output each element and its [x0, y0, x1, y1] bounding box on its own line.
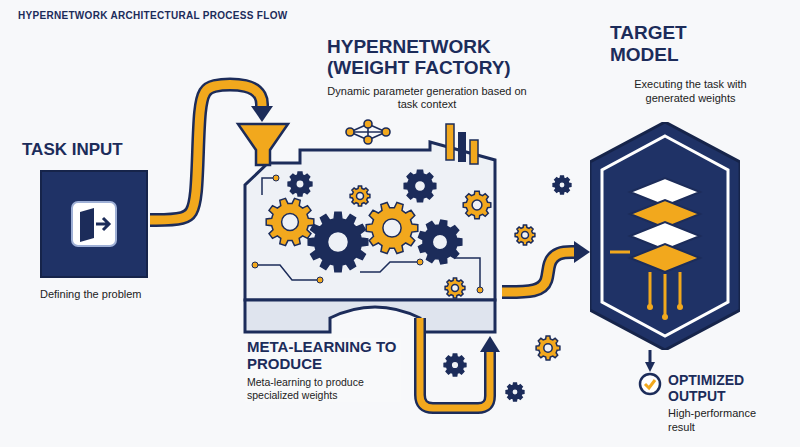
connector-outline: [502, 252, 574, 292]
gear-teeth: [445, 278, 465, 298]
gear-hub: [432, 234, 447, 249]
gear-teeth: [350, 186, 370, 206]
check-icon: [638, 372, 662, 396]
gear: [463, 191, 491, 219]
diagram-title: HYPERNETWORK ARCHITECTURAL PROCESS FLOW: [18, 10, 287, 21]
node-heading: HYPERNETWORK (WEIGHT FACTORY): [327, 36, 567, 79]
gear-teeth: [536, 336, 560, 360]
funnel: [238, 124, 288, 165]
gear: [366, 203, 418, 254]
gear-hub: [282, 214, 299, 231]
gear: [404, 170, 436, 202]
node-body: Executing the task with generated weight…: [608, 78, 773, 106]
gear: [553, 176, 571, 194]
gear: [419, 220, 462, 264]
gear-teeth: [404, 170, 436, 202]
node-heading: TARGET MODEL: [610, 22, 740, 66]
circuit-lines: [255, 178, 480, 290]
gear: [288, 172, 312, 196]
loop-arrow: [420, 318, 490, 408]
gear-teeth: [515, 225, 535, 245]
gear: [308, 212, 368, 272]
flow-connector: [650, 350, 651, 362]
gear-teeth: [308, 212, 368, 272]
machine-chimney: [458, 132, 466, 162]
gear-teeth: [288, 172, 312, 196]
connector-outline: [150, 85, 262, 221]
gear: [445, 278, 465, 298]
gear-teeth: [419, 220, 462, 264]
task-input-box: TASK INPUT Defining the problem: [22, 140, 148, 300]
machine-chimney: [470, 140, 478, 164]
connector-line: [150, 85, 262, 221]
node-heading: OPTIMIZED OUTPUT: [668, 372, 772, 404]
node-body: High-performance result: [668, 407, 772, 435]
gear-teeth: [266, 198, 314, 245]
circuit-dots: [252, 175, 483, 293]
machine-base: [245, 300, 495, 332]
note-heading: META-LEARNING TO PRODUCE: [247, 339, 399, 373]
flow-connector: [502, 252, 574, 292]
gear-teeth: [506, 383, 524, 401]
machine-chimney: [446, 124, 454, 160]
gear-hub: [383, 219, 401, 237]
task-input-square: [40, 170, 148, 278]
gear-teeth: [366, 203, 418, 254]
gear-hub: [296, 180, 304, 188]
gear-hub: [522, 232, 529, 239]
target-model-hexagon: TARGET MODELExecuting the task with gene…: [590, 122, 740, 350]
gear-hub: [544, 344, 552, 352]
gear-hub: [452, 285, 459, 292]
node-heading: TASK INPUT: [22, 140, 148, 160]
gear-hub: [559, 182, 565, 188]
gear: [266, 198, 314, 245]
hexagon-shape: [590, 122, 740, 350]
gear: [444, 354, 466, 376]
node-body: Dynamic parameter generation based on ta…: [327, 85, 527, 113]
gear: [515, 225, 535, 245]
gear-hub: [414, 180, 425, 191]
connector-line: [649, 350, 652, 362]
gear-teeth: [444, 354, 466, 376]
machine-body: [245, 142, 495, 300]
flow-connector: [150, 85, 262, 221]
network-icon: [346, 120, 390, 144]
gear-hub: [451, 361, 459, 369]
gear-hub: [512, 389, 518, 395]
task-icon: [42, 172, 146, 276]
gear: [350, 186, 370, 206]
meta-learning-note: META-LEARNING TO PRODUCE Meta-learning to…: [245, 338, 401, 402]
note-body: Meta-learning to produce specialized wei…: [247, 376, 382, 402]
loop-arrow-outline: [420, 318, 490, 408]
gear: [536, 336, 560, 360]
gear: [506, 383, 524, 401]
hypernetwork-machine: HYPERNETWORK (WEIGHT FACTORY)Dynamic par…: [232, 122, 502, 334]
connector-line: [502, 252, 574, 292]
gear-hub: [328, 232, 349, 253]
node-body: Defining the problem: [40, 288, 148, 300]
output-result: OPTIMIZED OUTPUT High-performance result: [638, 372, 772, 435]
gear-teeth: [553, 176, 571, 194]
gear-hub: [357, 193, 364, 200]
gear-hub: [472, 200, 482, 210]
gear-teeth: [463, 191, 491, 219]
